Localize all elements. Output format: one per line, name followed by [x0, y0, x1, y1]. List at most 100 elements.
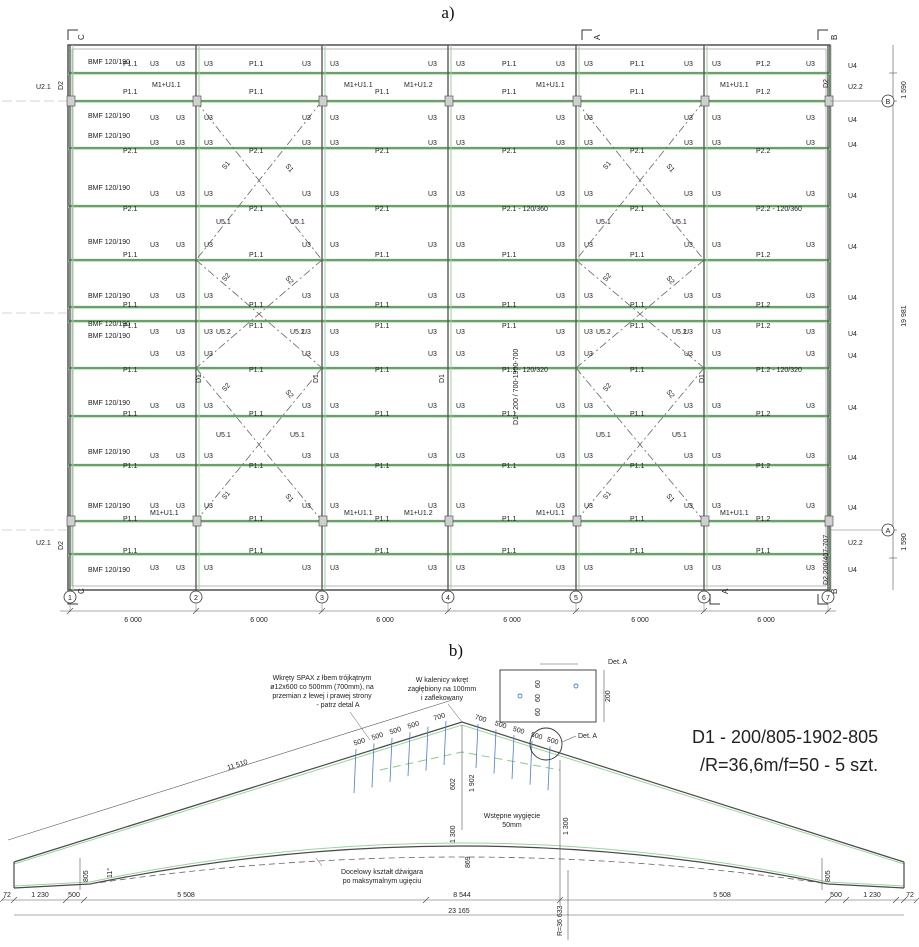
purlin-label: P1.1 — [249, 411, 264, 418]
purlin-label: P1.1 — [630, 61, 645, 68]
purlin-label: P1.1 — [123, 61, 138, 68]
purlin-label: P1.1 — [630, 252, 645, 259]
purlin-label: P2.1 — [630, 206, 645, 213]
hanger-label: U3 — [330, 329, 339, 336]
bracing-diagonal — [575, 100, 705, 261]
purlin-label: P1.2 — [756, 323, 771, 330]
hanger-label: U3 — [456, 403, 465, 410]
hanger-label: U3 — [806, 61, 815, 68]
bmf-label: BMF 120/190 — [88, 567, 130, 574]
height-805-left: 805 — [83, 870, 90, 882]
hanger-label: U3 — [584, 351, 593, 358]
girder-d2-label-tr: D2 — [823, 79, 830, 88]
hanger-label: U3 — [330, 293, 339, 300]
purlin-label: P1.1 — [630, 367, 645, 374]
hanger-label: U3 — [302, 453, 311, 460]
hanger-label: U3 — [712, 140, 721, 147]
hanger-label: U3 — [584, 293, 593, 300]
hanger-label: U3 — [428, 565, 437, 572]
edge-hanger-label: U4 — [848, 117, 857, 124]
height-869: 869 — [465, 856, 472, 868]
hanger-label: U3 — [150, 565, 159, 572]
purlin-label: P1.2 — [756, 411, 771, 418]
hanger-label: U3 — [556, 293, 565, 300]
purlin-label: P1.1 — [375, 89, 390, 96]
hanger-label: U3 — [428, 191, 437, 198]
connector-label: M1+U1.1 — [536, 510, 565, 517]
radius-label: R=36 633 — [557, 905, 564, 936]
purlin-label: P1.1 — [249, 463, 264, 470]
purlin-label: P1.1 — [375, 516, 390, 523]
section-letter-c-top: C — [77, 34, 86, 40]
hanger-label: U3 — [150, 191, 159, 198]
bmf-label: BMF 120/190 — [88, 133, 130, 140]
hanger-label: U3 — [428, 242, 437, 249]
slope-dim-line — [7, 699, 453, 841]
steel-plate — [572, 515, 582, 527]
detail-a-callout: Det. A — [578, 733, 597, 740]
hanger-label: U3 — [150, 115, 159, 122]
hanger-label: U3 — [712, 503, 721, 510]
screw — [371, 743, 375, 788]
row-axis-a: A — [886, 528, 891, 535]
screw — [443, 720, 447, 766]
note-ridge: W kalenicy wkręt zagłębiony na 100mm i z… — [408, 677, 476, 723]
axis-bubble — [315, 590, 329, 604]
hanger-label: U3 — [176, 351, 185, 358]
axis-bubble — [441, 590, 455, 604]
edge-hanger-label: U4 — [848, 295, 857, 302]
purlin-label: P1.1 — [502, 411, 517, 418]
ridge-dash-line — [379, 751, 561, 771]
hanger-label: U3 — [150, 293, 159, 300]
axis-number: 4 — [446, 595, 450, 602]
hanger-label: U3 — [684, 191, 693, 198]
purlin-label: P1.1 — [123, 548, 138, 555]
hanger-label: U3 — [330, 351, 339, 358]
hanger-label: U3 — [684, 115, 693, 122]
detail-dim-1: 60 — [535, 680, 542, 688]
hanger-label: U3 — [712, 565, 721, 572]
purlin-label: P1.1 — [249, 302, 264, 309]
dim-right-top: 1 590 — [901, 81, 908, 99]
note-deflection-line2: po maksymalnym ugięciu — [343, 878, 422, 885]
hanger-label: U3 — [330, 403, 339, 410]
hanger-label: U3 — [428, 329, 437, 336]
plan-inner-edge — [71, 48, 827, 587]
bmf-label: BMF 120/190 — [88, 333, 130, 340]
hanger-label: U3 — [806, 329, 815, 336]
connector-label: M1+U1.1 — [720, 510, 749, 517]
purlin-label: P1.1 — [630, 548, 645, 555]
hanger-label: U3 — [302, 329, 311, 336]
hanger-label: U3 — [684, 293, 693, 300]
brace-label: S1 — [602, 160, 613, 171]
girder-d2-label-tl: D2 — [58, 81, 65, 90]
hanger-label: U3 — [456, 140, 465, 147]
bracing-lines — [66, 95, 834, 527]
axis-number: 6 — [702, 595, 706, 602]
purlin-label: P1.1 — [502, 89, 517, 96]
hanger-label: U3 — [806, 242, 815, 249]
bottom-dim: 5 508 — [177, 892, 195, 899]
bottom-dim: 72 — [3, 892, 11, 899]
brace-label: S1 — [664, 163, 675, 174]
hanger-label: U3 — [150, 140, 159, 147]
purlin-label: P2.1 — [249, 206, 264, 213]
hanger-label: U3 — [204, 293, 213, 300]
hanger-label: U3 — [176, 242, 185, 249]
hanger-label: U3 — [302, 503, 311, 510]
hanger-label: U3 — [428, 293, 437, 300]
hanger-label: U3 — [204, 351, 213, 358]
section-mark-b-bottom: B — [817, 589, 839, 605]
hanger-label: U3 — [150, 329, 159, 336]
span-dim: 6 000 — [250, 617, 268, 624]
axis-bubble — [189, 590, 203, 604]
screw — [529, 740, 533, 785]
screw — [547, 746, 551, 791]
brace-label: S1 — [664, 493, 675, 504]
brace-label: S1 — [221, 490, 232, 501]
row-axis-b-bubble — [881, 94, 895, 108]
brace-label: S2 — [602, 382, 613, 393]
hanger-label: U3 — [456, 242, 465, 249]
brace-label: S2 — [664, 275, 675, 286]
bracing-diagonal — [195, 100, 323, 261]
